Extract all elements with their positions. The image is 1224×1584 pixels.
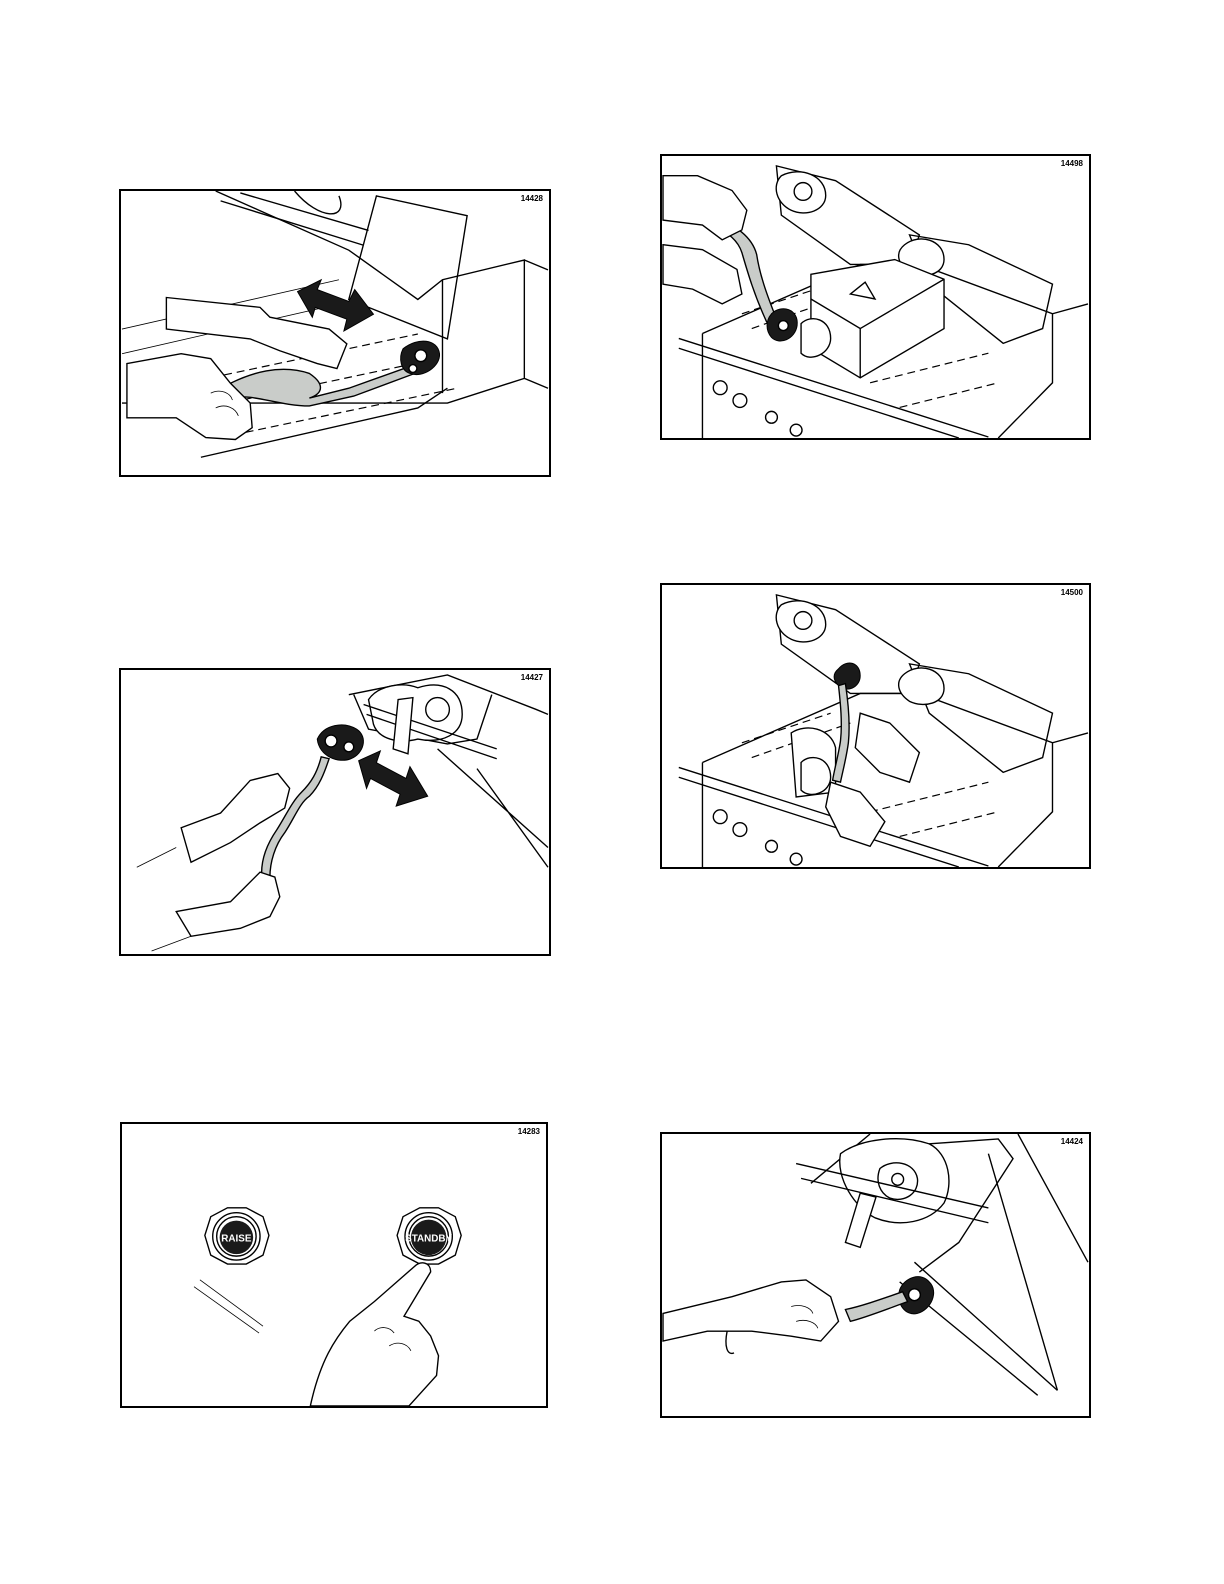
illustration-wrench-hand bbox=[662, 1134, 1089, 1416]
illustration-wrench-lift bbox=[121, 191, 549, 475]
illustration-lift-assembly bbox=[662, 156, 1089, 438]
standby-label: STANDBY bbox=[405, 1233, 452, 1244]
standby-button: STANDBY bbox=[397, 1208, 461, 1264]
figure-14428: 14428 bbox=[119, 189, 551, 477]
illustration-wrench-hands bbox=[121, 670, 549, 954]
illustration-control-buttons: RAISE STANDBY bbox=[122, 1124, 546, 1406]
raise-label: RAISE bbox=[221, 1233, 252, 1244]
figure-14498: 14498 bbox=[660, 154, 1091, 440]
figure-14500: 14500 bbox=[660, 583, 1091, 869]
figure-14283: 14283 RAISE STANDBY bbox=[120, 1122, 548, 1408]
figure-14427: 14427 bbox=[119, 668, 551, 956]
illustration-lower-assembly bbox=[662, 585, 1089, 867]
figure-14424: 14424 bbox=[660, 1132, 1091, 1418]
raise-button: RAISE bbox=[205, 1208, 269, 1264]
